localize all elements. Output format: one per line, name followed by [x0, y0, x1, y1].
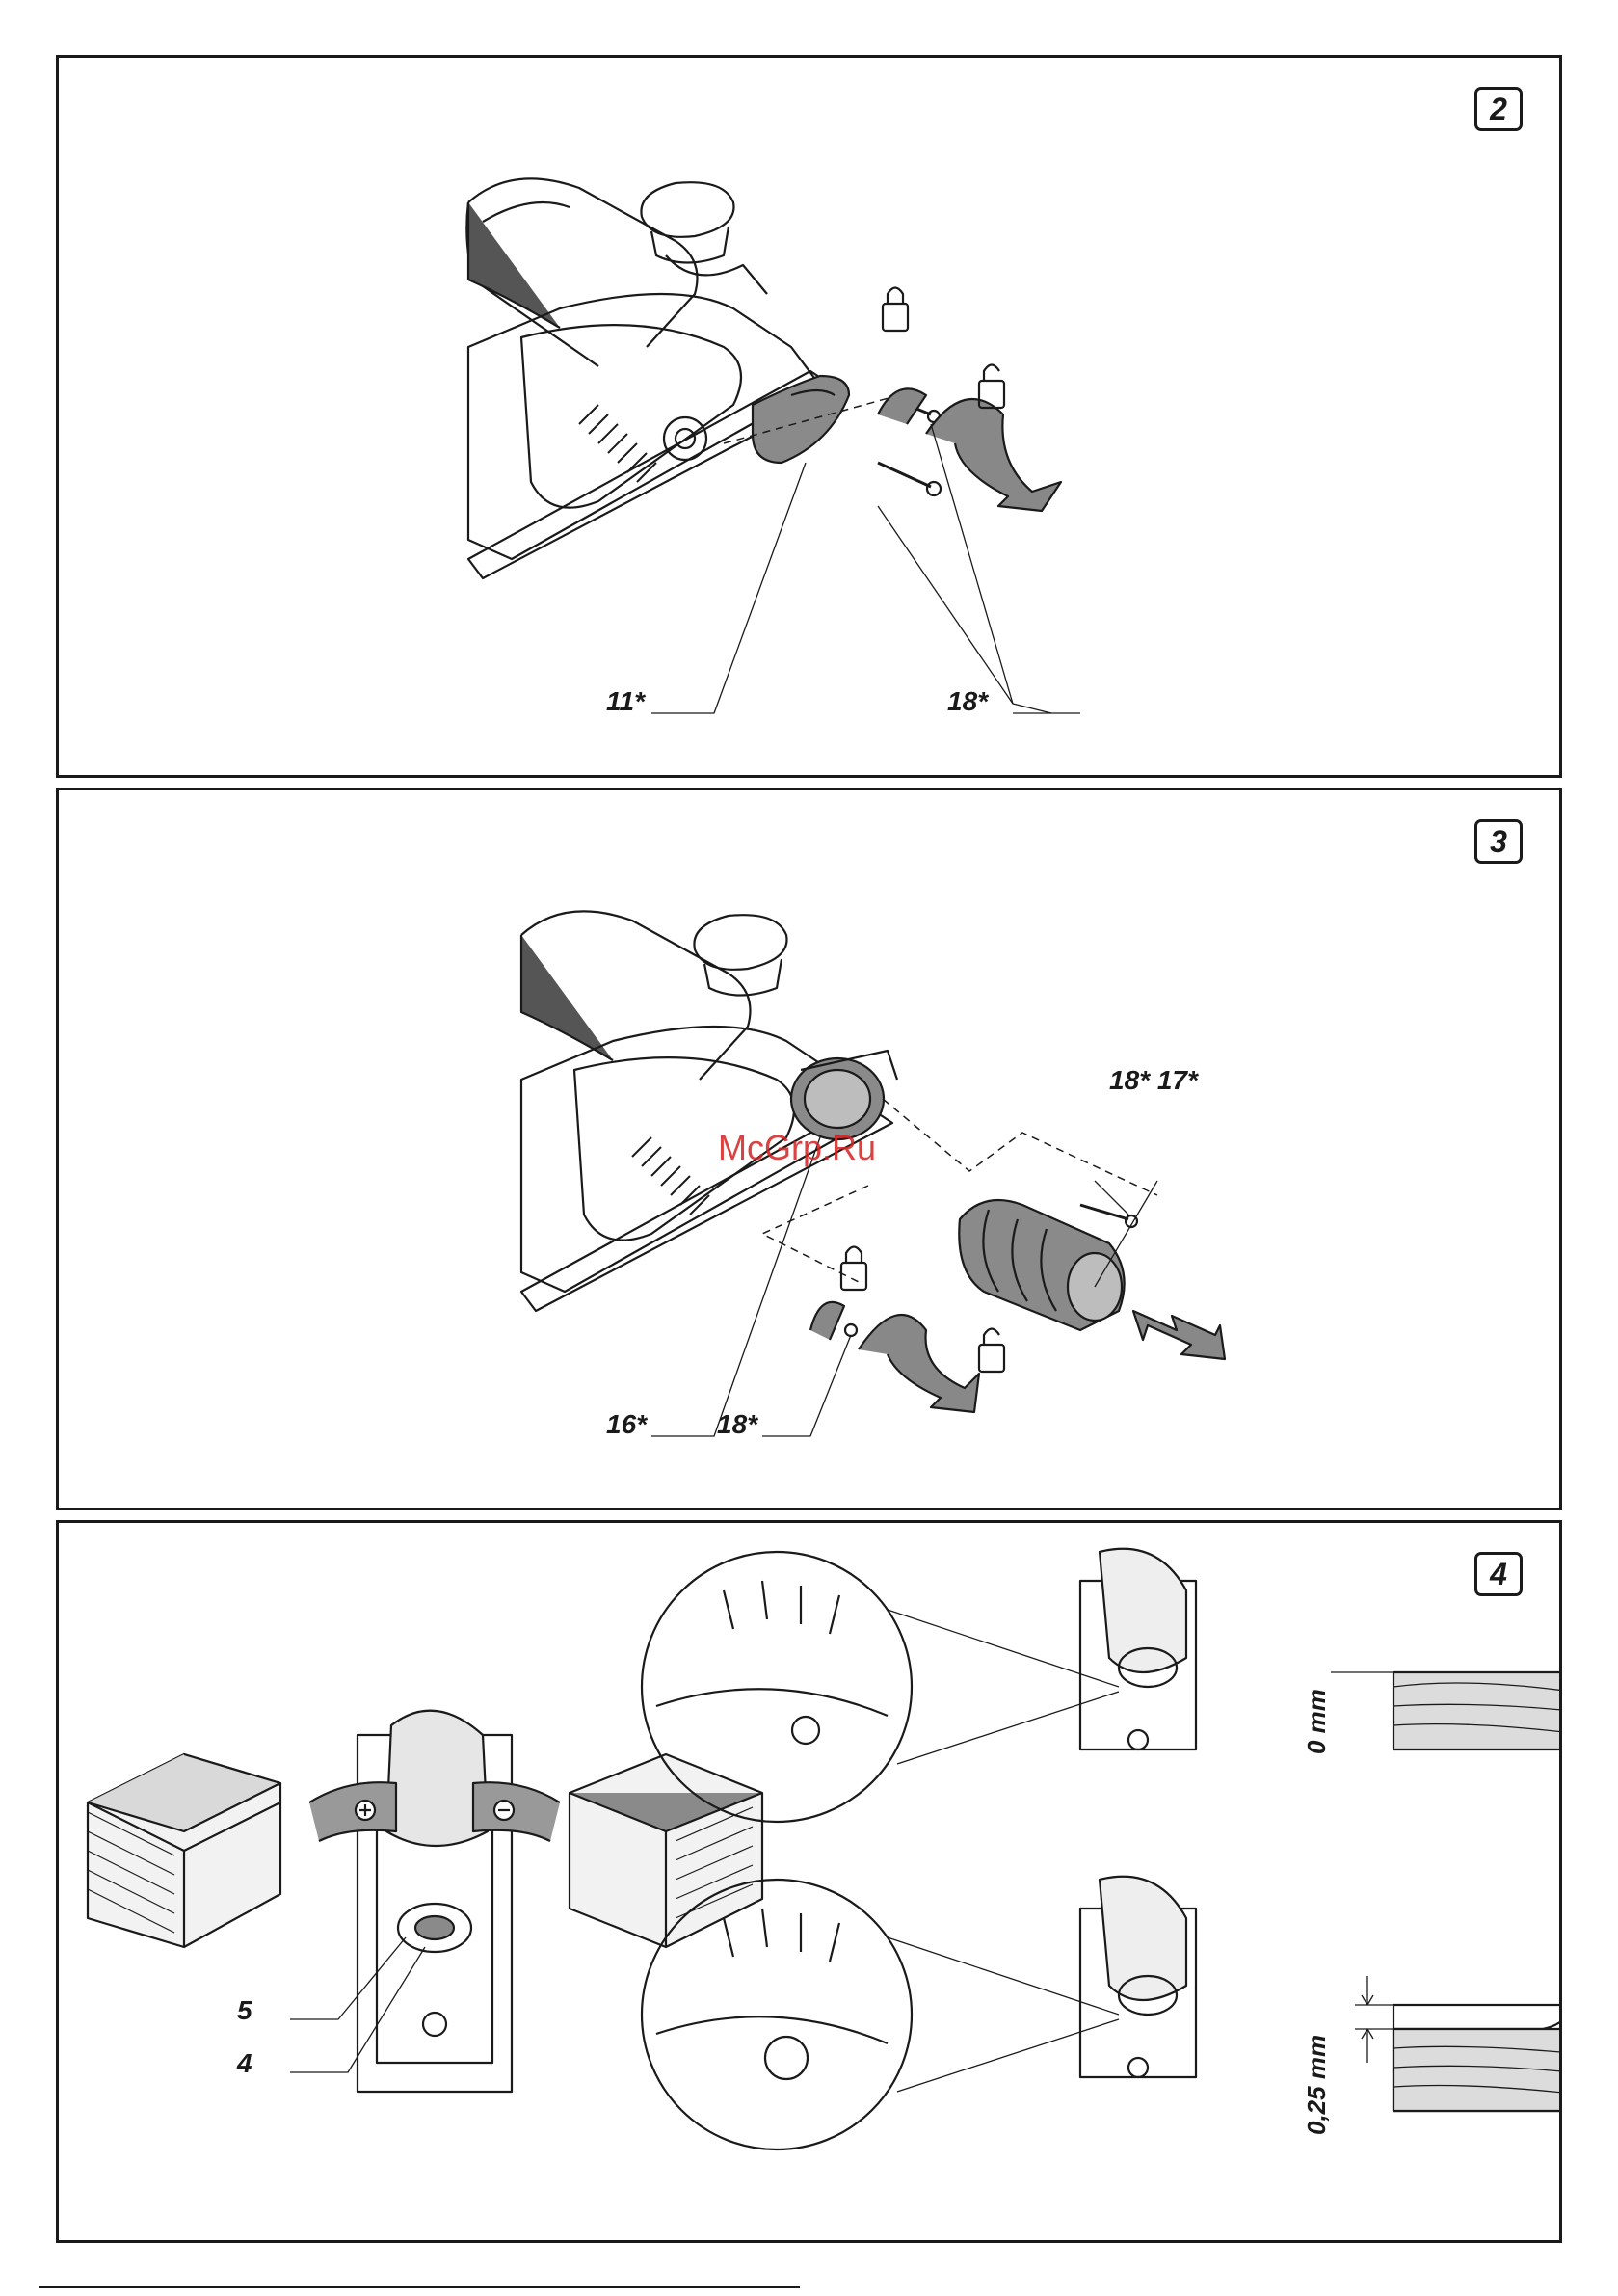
callout-18-bottom: 18* — [717, 1409, 757, 1440]
callout-18-17: 18* 17* — [1109, 1065, 1198, 1096]
footer-rule — [39, 2286, 800, 2288]
depth-adjustment-illustration — [59, 1523, 1559, 2240]
measurement-0mm: 0 mm — [1302, 1689, 1332, 1754]
watermark: McGrp.Ru — [718, 1128, 876, 1168]
figure-4-panel: 4 — [56, 1520, 1562, 2243]
measurement-025mm: 0,25 mm — [1302, 2035, 1332, 2135]
callout-4: 4 — [237, 2048, 252, 2079]
callout-18: 18* — [947, 686, 988, 717]
callout-5: 5 — [237, 1995, 252, 2026]
callout-11: 11* — [606, 686, 645, 717]
callout-16: 16* — [606, 1409, 647, 1440]
planer-dust-adapter-illustration — [59, 58, 1559, 775]
figure-2-panel: 2 — [56, 55, 1562, 778]
